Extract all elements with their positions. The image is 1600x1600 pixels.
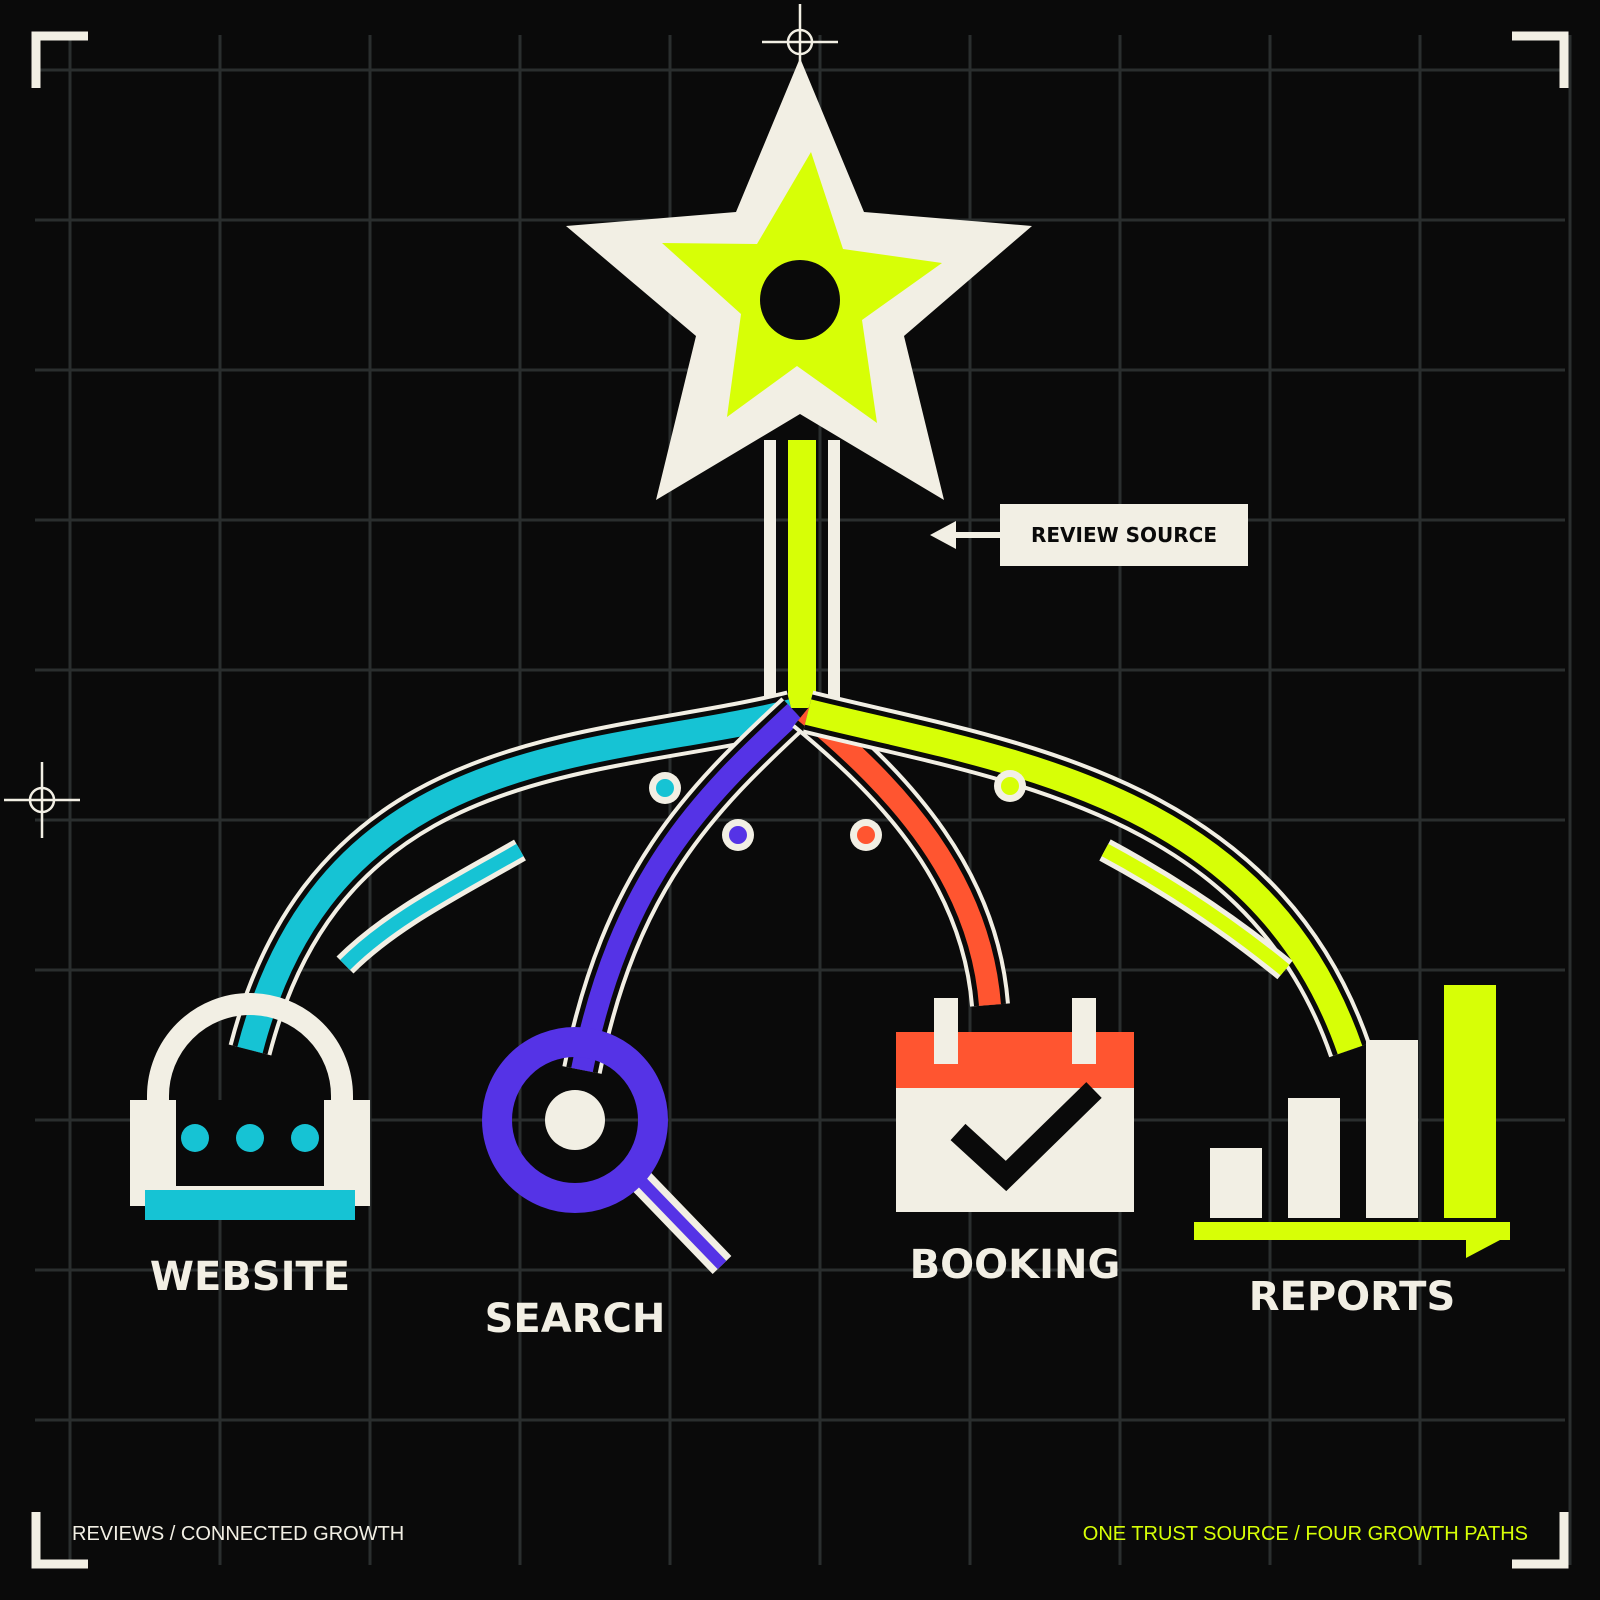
corner-bracket-top-left: [31, 31, 88, 88]
review-source-label: REVIEW SOURCE: [1031, 523, 1217, 547]
branch-search: [562, 697, 809, 1074]
source-trunk: [764, 440, 840, 708]
bar-chart-icon: [1194, 985, 1510, 1258]
junction-nodes: [649, 770, 1026, 851]
corner-bracket-bottom-left: [31, 1512, 88, 1569]
calendar-check-icon: [896, 998, 1134, 1212]
corner-bracket-bottom-right: [1512, 1512, 1569, 1569]
magnifier-icon: [482, 1027, 732, 1275]
branch-website: [228, 690, 798, 1056]
path-label-booking: BOOKING: [910, 1242, 1121, 1288]
corner-bracket-top-right: [1512, 31, 1569, 88]
crosshair-icon-left: [4, 762, 80, 838]
website-icon: [130, 993, 370, 1220]
corner-brackets: [31, 31, 1569, 1569]
branch-reports: [802, 690, 1371, 1058]
star-icon: [566, 58, 1032, 500]
review-source-tag: REVIEW SOURCE: [930, 504, 1248, 566]
branch-booking: [792, 696, 1010, 1007]
path-label-search: SEARCH: [485, 1296, 666, 1342]
path-label-website: WEBSITE: [150, 1254, 350, 1300]
footer-left-caption: REVIEWS / CONNECTED GROWTH: [72, 1523, 404, 1545]
footer-right-caption: ONE TRUST SOURCE / FOUR GROWTH PATHS: [1083, 1523, 1528, 1545]
path-label-reports: REPORTS: [1249, 1274, 1456, 1320]
